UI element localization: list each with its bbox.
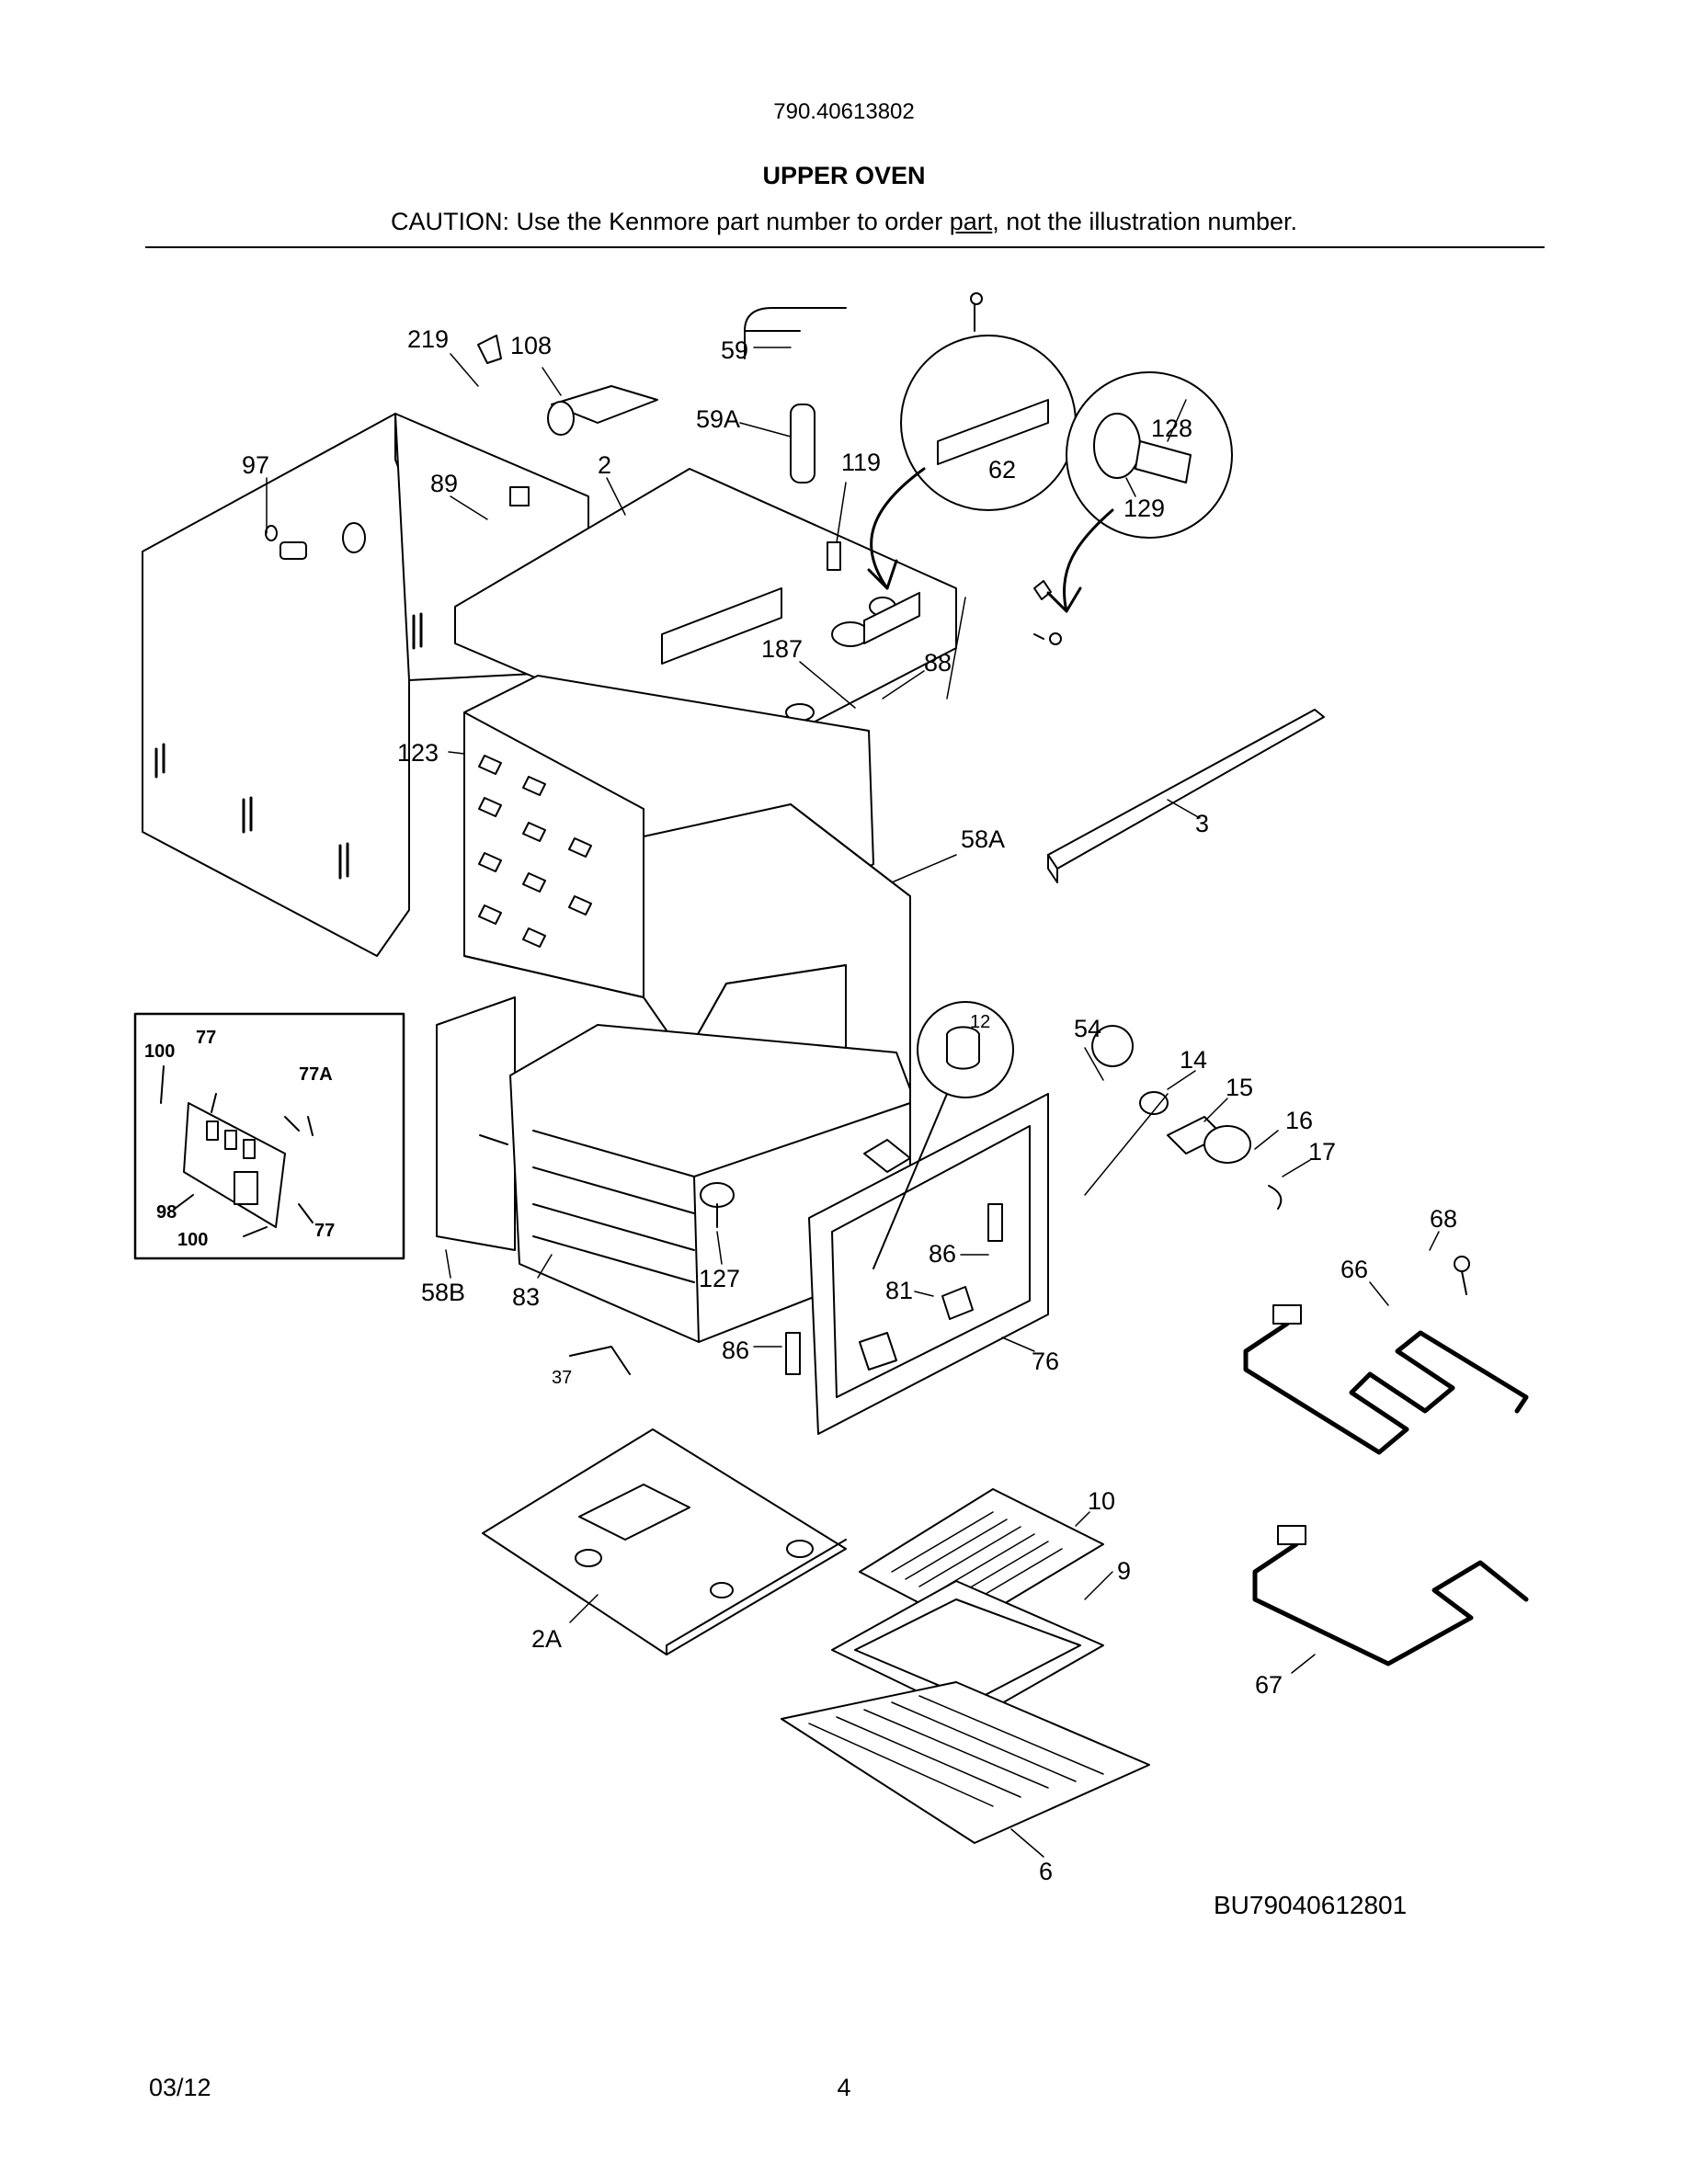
callout-129: 129	[1123, 495, 1165, 522]
caution-note: CAUTION: Use the Kenmore part number to …	[0, 208, 1688, 236]
callout-14: 14	[1180, 1046, 1207, 1074]
inset-callout-100-top: 100	[144, 1041, 175, 1062]
control-board-inset	[133, 1012, 405, 1260]
inset-callout-77A: 77A	[299, 1064, 333, 1085]
callout-6: 6	[1039, 1858, 1053, 1885]
callout-128: 128	[1151, 415, 1192, 442]
callout-59: 59	[721, 336, 748, 364]
callout-17: 17	[1308, 1138, 1336, 1166]
callout-76: 76	[1032, 1348, 1059, 1375]
caution-underlined: part	[949, 208, 993, 235]
callout-97: 97	[242, 451, 269, 479]
callout-58A: 58A	[961, 825, 1005, 853]
callout-3: 3	[1195, 810, 1209, 837]
drawing-code: BU79040612801	[1214, 1891, 1408, 1919]
callout-66: 66	[1340, 1256, 1368, 1283]
callout-187: 187	[761, 635, 803, 663]
model-number: 790.40613802	[773, 99, 915, 124]
callout-58B: 58B	[421, 1279, 465, 1306]
small-parts	[477, 307, 1470, 1375]
callout-81: 81	[885, 1277, 913, 1304]
callout-59A: 59A	[696, 405, 740, 433]
callout-123: 123	[397, 739, 439, 767]
oven-rack-6	[781, 1681, 1150, 1844]
callout-12: 12	[970, 1012, 990, 1032]
page-number: 4	[837, 2074, 851, 2101]
callout-68: 68	[1430, 1205, 1457, 1233]
callout-9: 9	[1117, 1557, 1131, 1585]
inset-labels: 100 77 77A 98 100 77	[144, 1028, 335, 1250]
side-panel-97	[142, 413, 589, 957]
callout-108: 108	[510, 332, 552, 359]
callout-86-upper: 86	[929, 1240, 956, 1268]
header-rule	[145, 246, 1545, 248]
callout-2A: 2A	[531, 1625, 562, 1653]
callout-labels: 219 108 59 59A 97 89 2 119 62 128 129 18…	[242, 325, 1457, 1885]
inset-callout-100-bottom: 100	[177, 1230, 208, 1250]
insulation-58B	[436, 996, 516, 1251]
callout-89: 89	[430, 470, 458, 497]
front-frame-76	[785, 1093, 1049, 1435]
callout-83: 83	[512, 1283, 540, 1311]
inset-callout-77-bottom: 77	[314, 1221, 335, 1241]
callout-54: 54	[1074, 1015, 1101, 1042]
footer-date: 03/12	[149, 2074, 211, 2101]
detail-callouts	[867, 292, 1233, 1269]
callout-10: 10	[1088, 1487, 1115, 1515]
page-title: UPPER OVEN	[762, 162, 926, 189]
callout-62: 62	[988, 456, 1016, 483]
callout-67: 67	[1255, 1671, 1283, 1699]
callout-219: 219	[407, 325, 449, 353]
callout-16: 16	[1285, 1107, 1313, 1134]
bottom-plate-2A	[482, 1428, 847, 1655]
callout-119: 119	[841, 449, 881, 476]
caution-prefix: CAUTION: Use the Kenmore part number to …	[391, 208, 950, 235]
caution-suffix: , not the illustration number.	[992, 208, 1297, 235]
broil-element-66	[1243, 1304, 1529, 1455]
callout-37: 37	[552, 1368, 572, 1388]
callout-86-lower: 86	[722, 1337, 749, 1364]
leader-lines	[266, 347, 1440, 1858]
callout-88: 88	[924, 649, 952, 677]
bake-element-67	[1252, 1525, 1529, 1666]
trim-rail-3	[1047, 709, 1325, 883]
callout-2: 2	[598, 451, 611, 479]
callout-127: 127	[699, 1265, 740, 1292]
outer-wrapper-58A	[643, 803, 911, 1113]
inset-callout-98: 98	[156, 1202, 177, 1223]
inset-callout-77-top: 77	[196, 1028, 216, 1048]
callout-15: 15	[1226, 1074, 1253, 1101]
